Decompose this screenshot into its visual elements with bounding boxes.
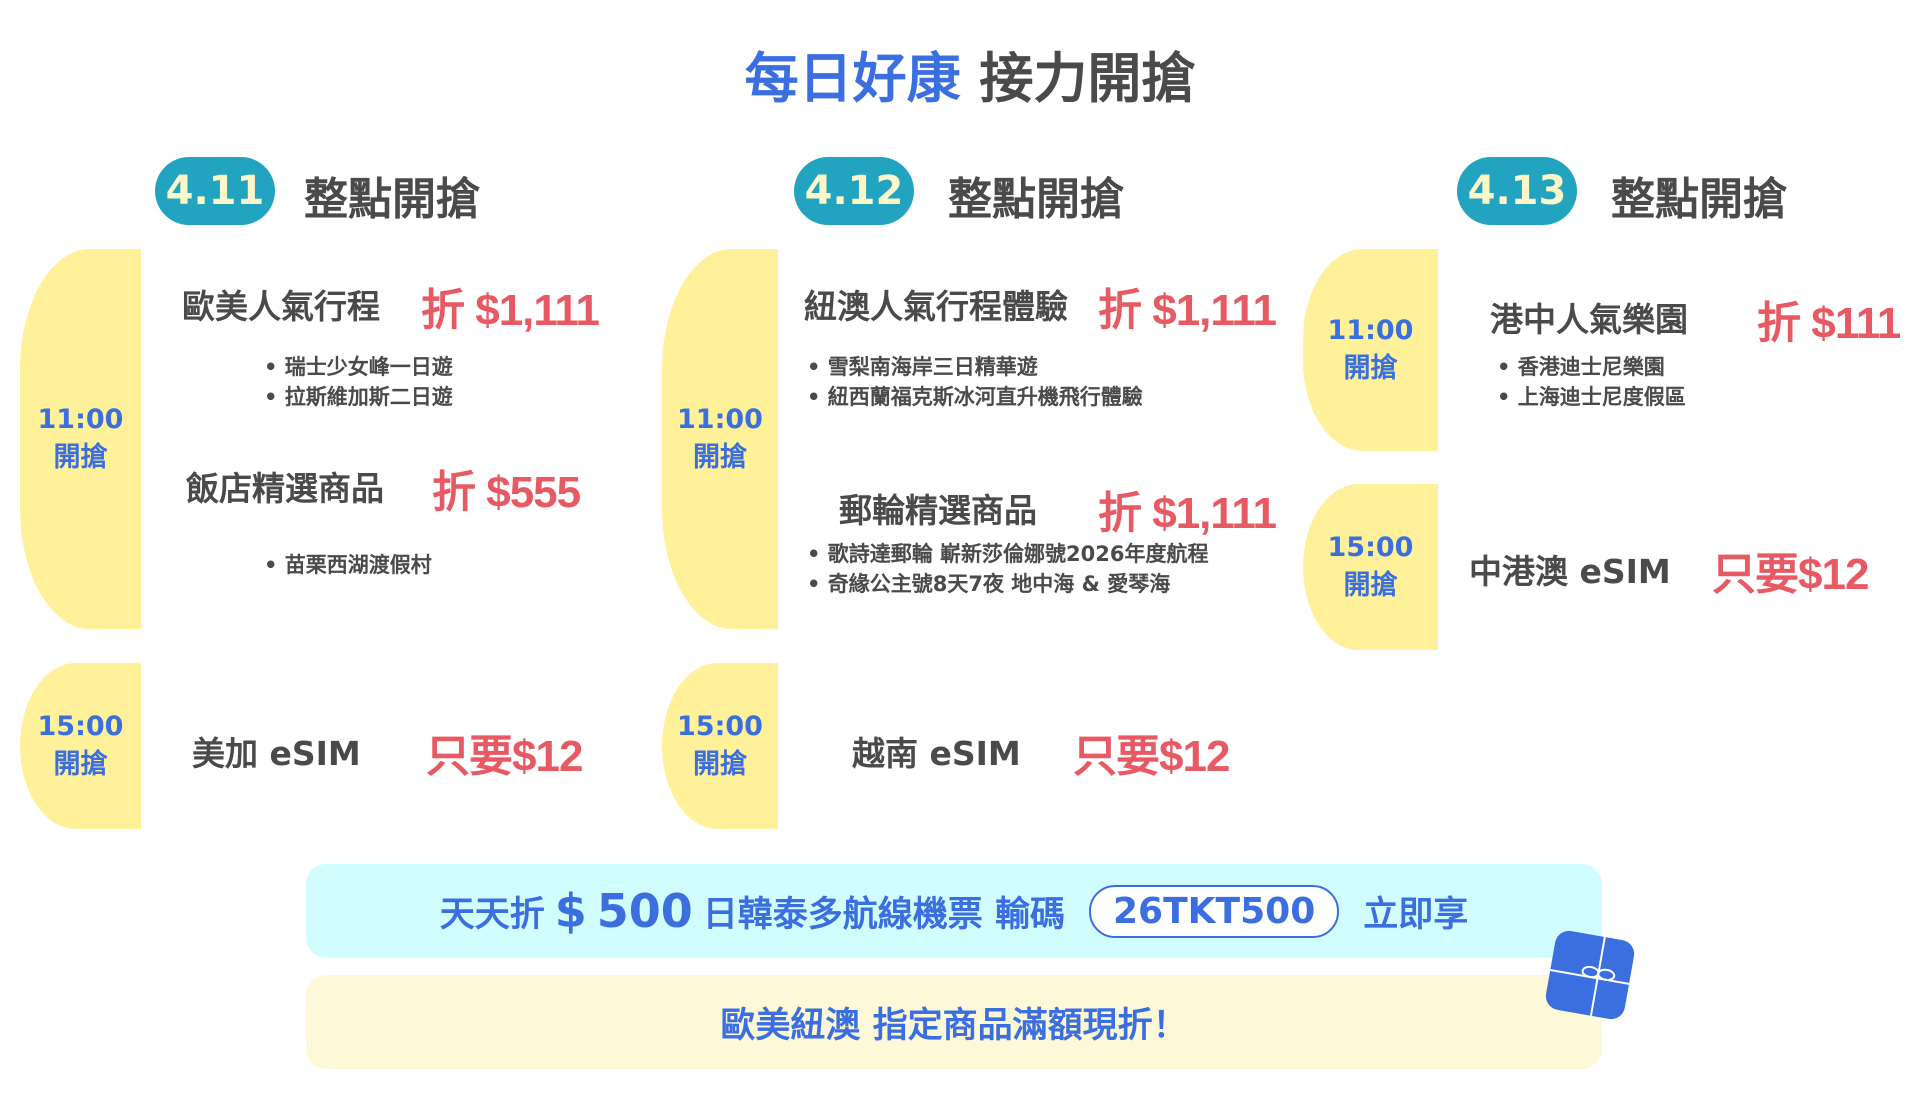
deal-bullets: 雪梨南海岸三日精華遊紐西蘭福克斯冰河直升機飛行體驗 bbox=[807, 352, 1143, 412]
deal-name[interactable]: 中港澳 eSIM bbox=[1469, 552, 1671, 591]
day-heading: 整點開搶 bbox=[304, 174, 480, 225]
deal-price: 只要$12 bbox=[1073, 732, 1230, 781]
promo-code[interactable]: 26TKT500 bbox=[1088, 884, 1340, 938]
deal-name[interactable]: 港中人氣樂園 bbox=[1490, 300, 1688, 339]
page-title: 每日好康 接力開搶 bbox=[744, 47, 1196, 110]
deal-name[interactable]: 越南 eSIM bbox=[852, 734, 1021, 773]
deal-name[interactable]: 美加 eSIM bbox=[192, 734, 361, 773]
deal-bullets: 香港迪士尼樂園上海迪士尼度假區 bbox=[1497, 352, 1686, 412]
date-badge: 4.11 bbox=[155, 157, 275, 225]
deal-name[interactable]: 飯店精選商品 bbox=[186, 469, 384, 508]
deal-price: 折 $1,111 bbox=[1098, 489, 1277, 538]
deal-name[interactable]: 歐美人氣行程 bbox=[182, 287, 380, 326]
deal-name[interactable]: 郵輪精選商品 bbox=[839, 491, 1037, 530]
deal-price: 只要$12 bbox=[1712, 550, 1869, 599]
deal-bullets: 歌詩達郵輪 嶄新莎倫娜號2026年度航程奇緣公主號8天7夜 地中海 & 愛琴海 bbox=[807, 539, 1209, 599]
deal-price: 折 $1,111 bbox=[421, 286, 600, 335]
deal-price: 只要$12 bbox=[426, 732, 583, 781]
date-badge: 4.12 bbox=[794, 157, 914, 225]
deal-bullets: 苗栗西湖渡假村 bbox=[264, 550, 432, 580]
deal-price: 折 $555 bbox=[432, 468, 581, 517]
deal-bullets: 瑞士少女峰一日遊拉斯維加斯二日遊 bbox=[264, 352, 453, 412]
deal-name[interactable]: 紐澳人氣行程體驗 bbox=[804, 287, 1068, 326]
date-badge: 4.13 bbox=[1457, 157, 1577, 225]
day-heading: 整點開搶 bbox=[1611, 174, 1787, 225]
gift-icon bbox=[1543, 928, 1637, 1022]
discount-banner: 歐美紐澳 指定商品滿額現折！ bbox=[306, 975, 1602, 1069]
deal-price: 折 $1,111 bbox=[1098, 286, 1277, 335]
day-heading: 整點開搶 bbox=[948, 174, 1124, 225]
deal-price: 折 $111 bbox=[1757, 299, 1901, 348]
